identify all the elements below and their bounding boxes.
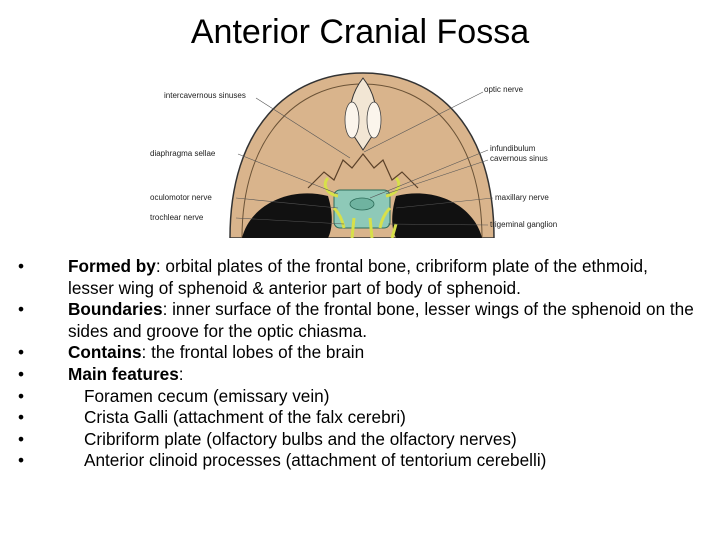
- middle-fossa-right: [392, 193, 482, 238]
- bullet-glyph: •: [18, 450, 25, 471]
- bullet-text: :: [178, 363, 184, 384]
- bullet-contains: • Contains: the frontal lobes of the brai…: [18, 342, 698, 364]
- label-oculomotor-nerve: oculomotor nerve: [150, 193, 212, 202]
- bullet-glyph: •: [18, 256, 25, 276]
- label-diaphragma-sellae: diaphragma sellae: [150, 149, 216, 158]
- bullet-glyph: •: [18, 428, 25, 449]
- bullet-term: Formed by: [68, 256, 156, 276]
- sub-bullet-anterior-clinoid: • Anterior clinoid processes (attachment …: [18, 450, 698, 472]
- bullet-glyph: •: [18, 363, 25, 384]
- bullet-glyph: •: [18, 299, 25, 320]
- sub-bullet-text: Crista Galli (attachment of the falx cer…: [84, 407, 406, 428]
- sphenoid-ridge: [307, 153, 419, 189]
- sub-bullet-text: Foramen cecum (emissary vein): [84, 385, 330, 406]
- leader-lines: [235, 91, 494, 226]
- bullet-term: Contains: [68, 342, 142, 363]
- bullet-glyph: •: [18, 407, 25, 428]
- page-title: Anterior Cranial Fossa: [190, 13, 530, 51]
- bullet-list: • Formed by: orbital plates of the fronta…: [18, 256, 698, 472]
- bullet-glyph: •: [18, 342, 25, 363]
- middle-fossa-left: [242, 193, 332, 238]
- bullet-text: : the frontal lobes of the brain: [141, 342, 365, 363]
- bullet-text: : inner surface of the frontal bone, les…: [68, 299, 694, 341]
- label-trochlear-nerve: trochlear nerve: [150, 213, 204, 222]
- label-optic-nerve: optic nerve: [484, 85, 524, 94]
- nerve-left: [323, 176, 346, 229]
- sub-bullet-cribriform-plate: • Cribriform plate (olfactory bulbs and t…: [18, 429, 698, 451]
- bullet-glyph: •: [18, 385, 25, 406]
- bullet-term: Main features: [68, 363, 179, 384]
- label-maxillary-nerve: maxillary nerve: [495, 193, 549, 202]
- label-trigeminal-ganglion: trigeminal ganglion: [490, 220, 557, 229]
- bullet-boundaries: • Boundaries: inner surface of the fronta…: [18, 299, 698, 342]
- label-intercavernous-sinuses: intercavernous sinuses: [164, 91, 246, 100]
- label-cavernous-sinus: cavernous sinus: [490, 154, 548, 163]
- nerve-bottom: [350, 217, 398, 238]
- bullet-formed-by: • Formed by: orbital plates of the fronta…: [18, 256, 698, 299]
- label-infundibulum: infundibulum: [490, 144, 536, 153]
- bullet-text: : orbital plates of the frontal bone, cr…: [68, 256, 648, 298]
- bullet-term: Boundaries: [68, 299, 163, 320]
- sub-bullet-crista-galli: • Crista Galli (attachment of the falx ce…: [18, 407, 698, 429]
- bullet-main-features: • Main features:: [18, 364, 698, 386]
- cribriform-left: [344, 101, 360, 139]
- diagram-svg: intercavernous sinuses optic nerve infun…: [150, 72, 557, 238]
- sub-bullet-text: Anterior clinoid processes (attachment o…: [84, 450, 547, 471]
- nerve-right: [378, 176, 401, 229]
- cribriform-right: [366, 101, 382, 139]
- pituitary: [349, 197, 375, 211]
- sub-bullet-text: Cribriform plate (olfactory bulbs and th…: [84, 428, 517, 449]
- sub-bullet-foramen-cecum: • Foramen cecum (emissary vein): [18, 386, 698, 408]
- cranial-fossa-diagram: intercavernous sinuses optic nerve infun…: [138, 68, 580, 238]
